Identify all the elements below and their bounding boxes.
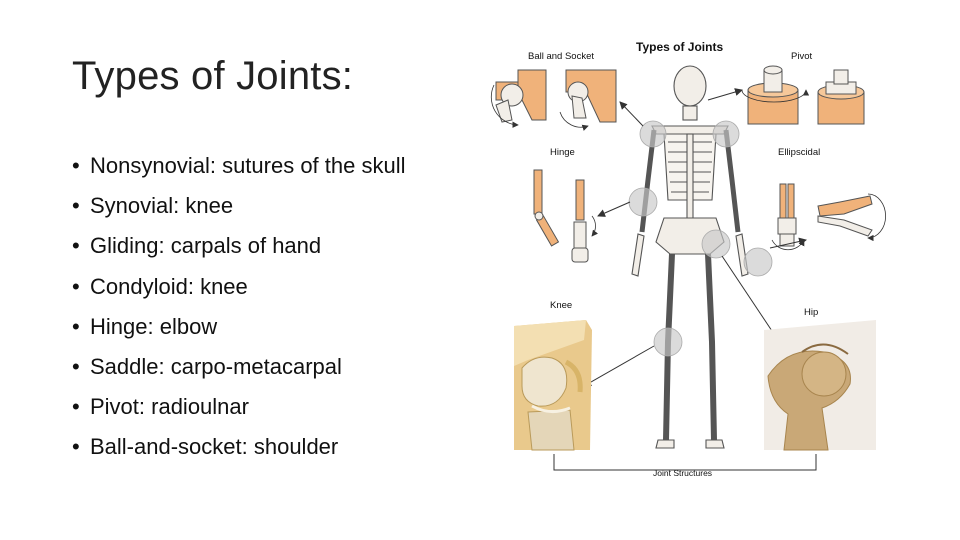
bullet-text: Gliding: carpals of hand <box>90 233 322 259</box>
joint-structures-bracket <box>553 454 817 471</box>
bullet-dot: • <box>72 354 80 380</box>
bullet-text: Synovial: knee <box>90 193 234 219</box>
bullet-item: • Hinge: elbow <box>72 307 406 347</box>
label-pivot: Pivot <box>791 51 812 62</box>
bullet-dot: • <box>72 313 80 339</box>
bullet-list: • Nonsynovial: sutures of the skull • Syno… <box>72 146 406 468</box>
bullet-dot: • <box>72 193 80 219</box>
bullet-item: • Ball-and-socket: shoulder <box>72 427 406 467</box>
knee-joint-illustration <box>514 320 592 451</box>
bullet-text: Ball-and-socket: shoulder <box>90 434 339 460</box>
label-knee: Knee <box>550 300 572 311</box>
label-ball-and-socket: Ball and Socket <box>528 51 594 62</box>
callout-arrows <box>583 88 807 387</box>
bullet-item: • Pivot: radioulnar <box>72 387 406 427</box>
figure-title: Types of Joints <box>636 40 723 54</box>
bullet-text: Hinge: elbow <box>90 313 218 339</box>
pivot-joint-diagram <box>741 65 865 125</box>
bullet-dot: • <box>72 233 80 259</box>
bullet-item: • Saddle: carpo-metacarpal <box>72 347 406 387</box>
bullet-text: Condyloid: knee <box>90 273 248 299</box>
joint-types-illustration: Types of Joints Ball and Socket Pivot Hi… <box>490 40 886 478</box>
label-hinge: Hinge <box>550 147 575 158</box>
bullet-dot: • <box>72 153 80 178</box>
ellipsoidal-joint-diagram <box>771 183 886 251</box>
bullet-text: Saddle: carpo-metacarpal <box>90 354 342 380</box>
label-joint-structures: Joint Structures <box>653 468 712 478</box>
bullet-dot: • <box>72 273 80 299</box>
bullet-dot: • <box>72 394 80 420</box>
bullet-dot: • <box>72 434 80 460</box>
joint-highlights <box>628 120 773 357</box>
bullet-item: • Gliding: carpals of hand <box>72 226 406 266</box>
bullet-text: Nonsynovial: sutures of the skull <box>90 153 406 178</box>
bullet-item: • Synovial: knee <box>72 186 406 226</box>
bullet-item: • Condyloid: knee <box>72 267 406 307</box>
bullet-text: Pivot: radioulnar <box>90 394 249 420</box>
label-hip: Hip <box>804 307 818 318</box>
label-ellipsoidal: Ellipscidal <box>778 147 820 158</box>
ball-and-socket-diagram <box>490 69 617 131</box>
hip-joint-illustration <box>764 320 876 451</box>
hinge-joint-diagram <box>533 169 598 263</box>
bullet-item: • Nonsynovial: sutures of the skull <box>72 146 406 186</box>
slide-title: Types of Joints: <box>72 54 354 98</box>
